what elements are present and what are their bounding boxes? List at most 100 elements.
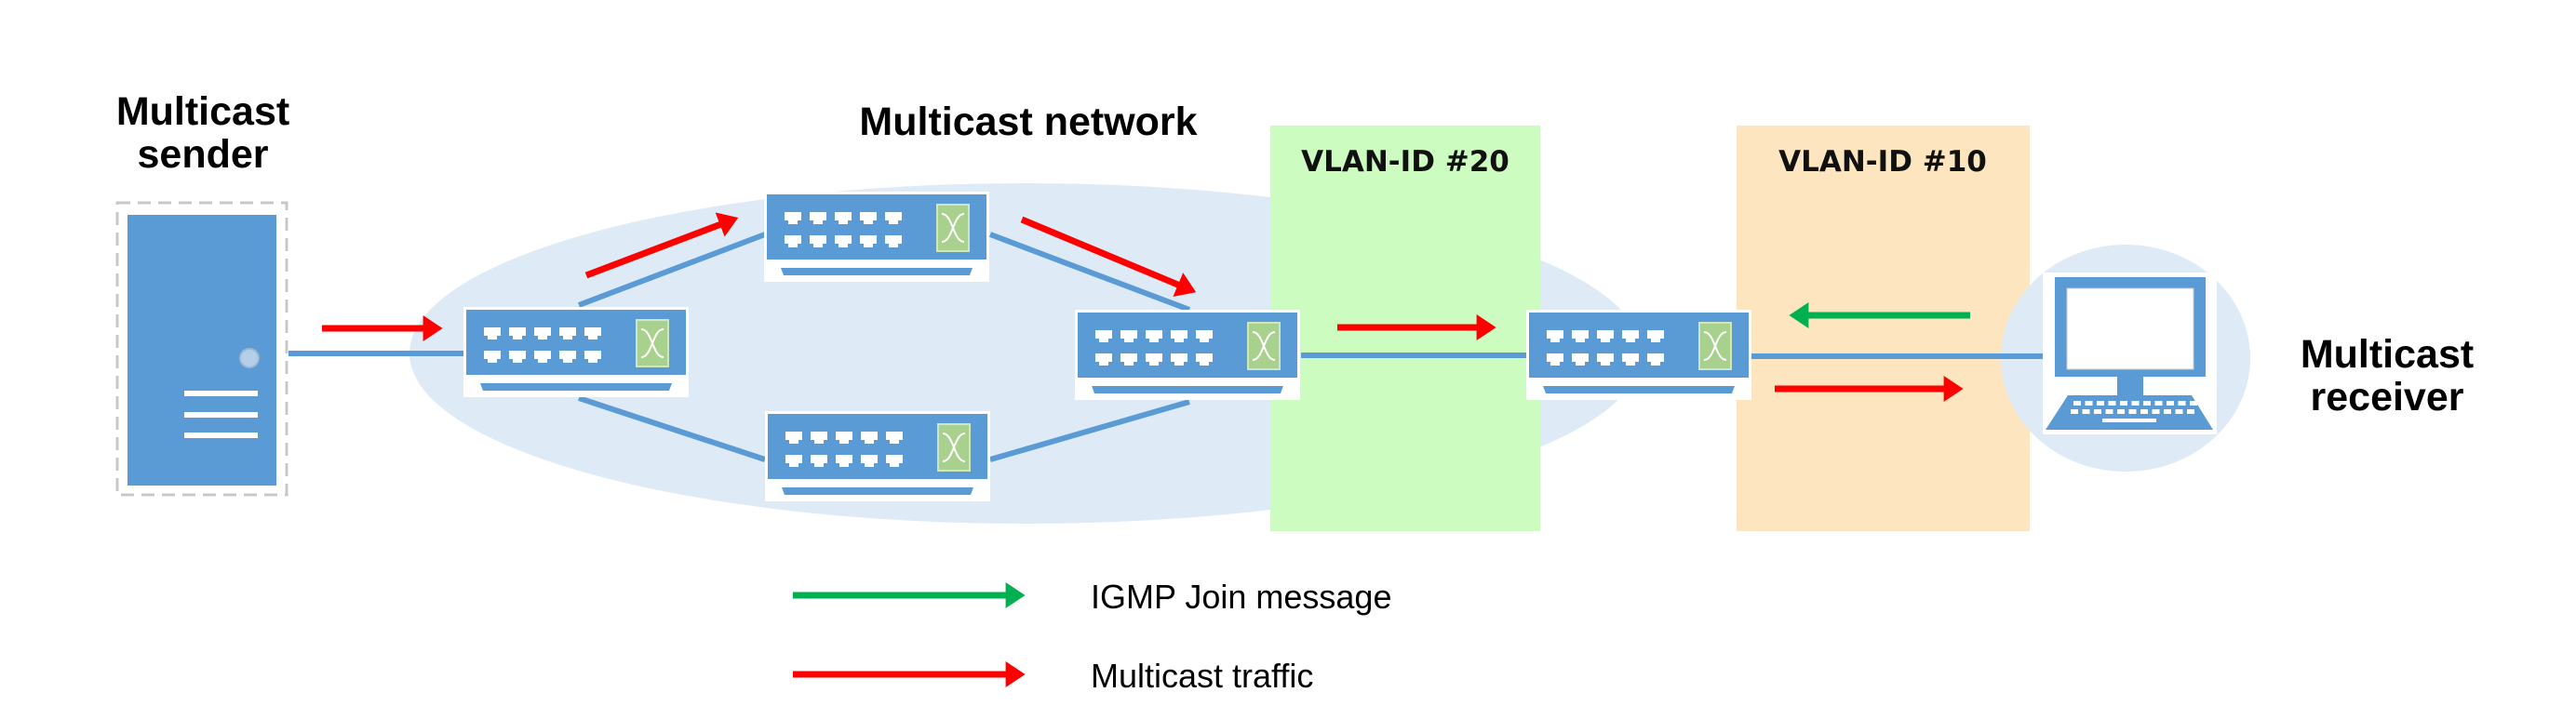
port-icon	[559, 351, 576, 363]
port-icon	[1196, 353, 1213, 366]
key-icon	[2085, 401, 2093, 406]
key-icon	[2152, 409, 2160, 414]
crossover-icon	[942, 433, 966, 462]
port-icon	[835, 212, 852, 224]
key-icon	[2071, 409, 2078, 414]
key-icon	[2128, 409, 2137, 414]
port-icon	[1597, 330, 1614, 342]
key-icon	[2131, 401, 2140, 406]
key-icon	[2143, 401, 2151, 406]
port-icon	[836, 432, 852, 444]
key-icon	[2164, 409, 2171, 414]
port-icon	[861, 432, 878, 444]
port-icon	[1647, 353, 1664, 366]
key-icon	[2120, 401, 2127, 406]
port-icon	[1572, 353, 1589, 366]
key-icon	[2105, 409, 2113, 414]
key-icon	[2167, 401, 2174, 406]
key-icon	[2190, 401, 2197, 406]
port-icon	[835, 235, 852, 247]
port-icon	[885, 235, 902, 247]
traffic-arrows	[322, 212, 1970, 402]
server-icon	[115, 201, 288, 497]
network-switch-icon	[463, 307, 689, 397]
link-ingress-lower	[578, 395, 766, 462]
crossover-icon	[941, 213, 965, 243]
port-icon	[861, 455, 878, 467]
port-icon	[1547, 330, 1563, 342]
port-icon	[509, 327, 526, 340]
legend: IGMP Join message Multicast traffic	[793, 578, 1391, 695]
network-switch-icon	[765, 411, 990, 501]
port-icon	[509, 351, 526, 363]
port-icon	[810, 212, 826, 224]
port-icon	[785, 212, 801, 224]
key-icon	[2097, 401, 2104, 406]
vlan-10-label: VLAN-ID #10	[1778, 145, 1987, 179]
key-icon	[2187, 409, 2194, 414]
crossover-icon	[1252, 331, 1276, 361]
network-title: Multicast network	[859, 100, 1197, 144]
port-icon	[1547, 353, 1563, 366]
switches	[463, 192, 1751, 501]
sender-label: Multicast	[116, 89, 289, 134]
network-switch-icon	[764, 192, 989, 282]
key-icon	[2073, 401, 2081, 406]
key-icon	[2082, 409, 2090, 414]
port-icon	[559, 327, 576, 340]
port-icon	[811, 432, 827, 444]
port-icon	[886, 455, 903, 467]
port-icon	[484, 327, 501, 340]
port-icon	[811, 455, 827, 467]
port-icon	[785, 455, 802, 467]
port-icon	[1196, 330, 1213, 342]
vlan-20-label: VLAN-ID #20	[1301, 145, 1509, 179]
port-icon	[584, 351, 601, 363]
port-icon	[584, 327, 601, 340]
port-icon	[1120, 330, 1137, 342]
port-icon	[860, 235, 877, 247]
port-icon	[1597, 353, 1614, 366]
key-icon	[2108, 401, 2116, 406]
legend-multicast-label: Multicast traffic	[1091, 657, 1313, 695]
computer-icon	[2043, 273, 2217, 434]
sender-label: sender	[137, 132, 268, 177]
network-switch-icon	[1526, 310, 1751, 400]
key-icon	[2175, 409, 2183, 414]
port-icon	[1146, 353, 1162, 366]
multicast-traffic-arrow	[1020, 216, 1197, 297]
port-icon	[1572, 330, 1589, 342]
port-icon	[534, 351, 551, 363]
port-icon	[1171, 330, 1187, 342]
port-icon	[836, 455, 852, 467]
multicast-traffic-arrow	[584, 212, 739, 279]
key-icon	[2178, 401, 2186, 406]
crossover-icon	[1703, 331, 1727, 361]
link-upper-core	[988, 232, 1191, 313]
port-icon	[484, 351, 501, 363]
links	[288, 232, 2046, 462]
link-ingress-upper	[577, 232, 767, 308]
port-icon	[1647, 330, 1664, 342]
port-icon	[1622, 353, 1639, 366]
receiver-label: Multicast	[2301, 332, 2474, 377]
key-icon	[2140, 409, 2148, 414]
key-icon	[2117, 409, 2125, 414]
port-icon	[1146, 330, 1162, 342]
port-icon	[1120, 353, 1137, 366]
link-lower-core	[989, 399, 1190, 462]
vlan-10-zone	[1737, 126, 2030, 531]
receiver-label: receiver	[2311, 375, 2464, 419]
port-icon	[1171, 353, 1187, 366]
port-icon	[534, 327, 551, 340]
key-icon	[2154, 401, 2163, 406]
port-icon	[1622, 330, 1639, 342]
port-icon	[1095, 353, 1112, 366]
network-switch-icon	[1075, 310, 1300, 400]
port-icon	[886, 432, 903, 444]
port-icon	[785, 432, 802, 444]
port-icon	[885, 212, 902, 224]
port-icon	[785, 235, 801, 247]
legend-igmp-label: IGMP Join message	[1091, 578, 1391, 616]
